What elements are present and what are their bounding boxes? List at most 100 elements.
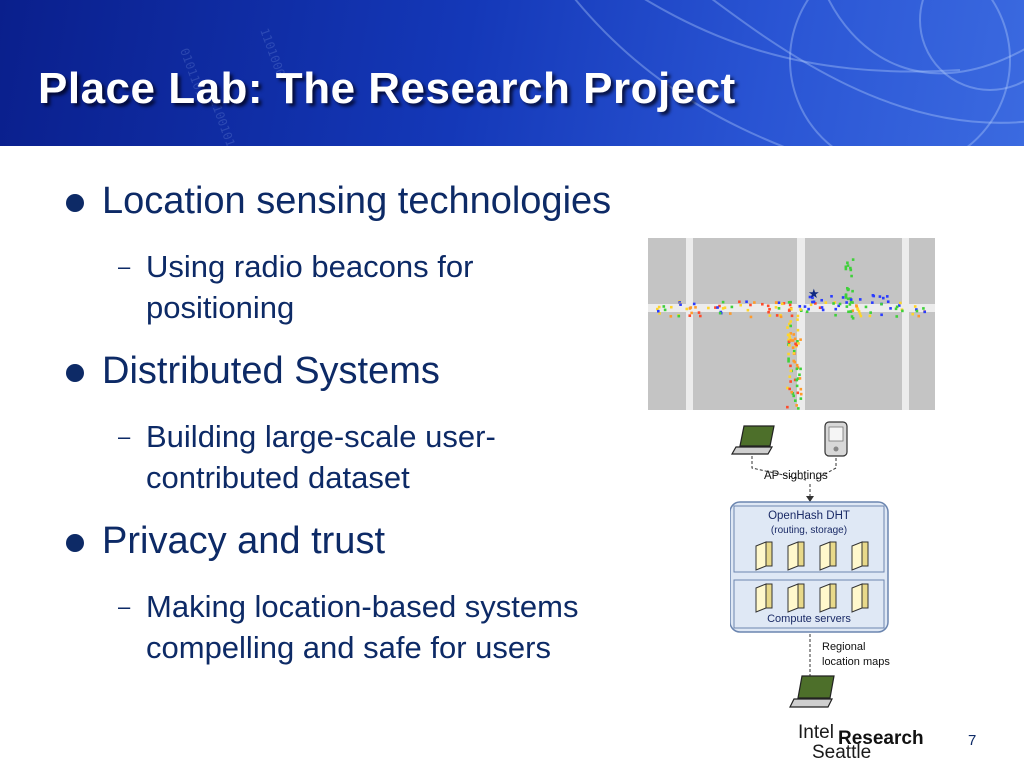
beacon-dot	[745, 300, 748, 304]
server-icon-side	[765, 541, 773, 567]
regional-label: Regional	[822, 641, 865, 653]
beacon-dot	[794, 345, 798, 348]
beacon-dot	[787, 333, 791, 336]
beacon-dot	[849, 266, 852, 270]
beacon-dot	[799, 397, 803, 400]
beacon-dot	[789, 332, 793, 335]
pda-icon	[824, 421, 848, 457]
beacon-dot	[849, 300, 853, 303]
beacon-dot	[837, 304, 841, 308]
server-icon	[819, 583, 831, 613]
beacon-dot	[787, 301, 791, 304]
beacon-dot	[857, 310, 861, 313]
beacon-dot	[811, 300, 814, 304]
beacon-dot	[766, 304, 770, 308]
beacon-dot	[895, 315, 899, 318]
beacon-dot	[669, 315, 673, 318]
beacon-dot	[718, 311, 722, 315]
beacon-dot	[799, 367, 802, 371]
beacon-dot	[847, 310, 850, 314]
subbullet-line: positioning	[146, 290, 295, 325]
beacon-dot	[844, 296, 848, 299]
beacon-dot	[789, 320, 793, 323]
server-icon-side	[797, 583, 805, 609]
server-icon-side	[829, 583, 837, 609]
bullet-text: Distributed Systems	[102, 350, 440, 392]
compute-server-row	[755, 583, 869, 613]
beacon-dot	[697, 311, 701, 314]
beacon-dot	[841, 296, 845, 299]
server-icon	[787, 541, 799, 571]
subbullet-line: contributed dataset	[146, 460, 410, 495]
dht-server-row	[755, 541, 869, 571]
page-number: 7	[968, 732, 977, 749]
subbullet-line: Making location-based systems	[146, 589, 579, 624]
beacon-dot	[880, 302, 883, 306]
beacon-dot	[788, 387, 791, 391]
server-icon-side	[829, 541, 837, 567]
beacon-dot	[779, 315, 783, 319]
server-icon	[755, 541, 767, 571]
beacon-dot	[789, 324, 792, 328]
map-beacon-dots	[656, 258, 927, 410]
beacon-dot	[786, 326, 789, 329]
bullet-text: Privacy and trust	[102, 520, 385, 562]
beacon-dot	[786, 386, 789, 390]
beacon-dot	[868, 314, 872, 318]
beacon-dot	[911, 312, 915, 316]
beacon-dot	[851, 258, 855, 261]
beacon-dot	[845, 286, 849, 290]
beacon-dot	[768, 307, 771, 311]
beacon-dot	[881, 296, 885, 300]
beacon-dot	[913, 305, 917, 308]
beacon-dot	[786, 405, 789, 409]
beacon-dot	[796, 391, 800, 395]
beacon-dot	[820, 306, 824, 309]
bullet-text: Location sensing technologies	[102, 180, 612, 222]
dht-title: OpenHash DHT	[768, 510, 850, 522]
beacon-dot	[917, 314, 921, 318]
beacon-dot	[834, 307, 838, 311]
beacon-dot	[788, 322, 791, 326]
beacon-dot	[856, 308, 860, 312]
server-icon	[819, 541, 831, 571]
beacon-dot	[663, 308, 667, 312]
beacon-dot	[885, 295, 889, 298]
beacon-dot	[721, 307, 725, 310]
banner-decoration: 0101101 1101000 1100101	[177, 0, 1024, 146]
beacon-dot	[699, 314, 702, 318]
beacon-dot	[845, 301, 848, 304]
beacon-dot	[774, 301, 778, 304]
beacon-dot	[780, 302, 784, 306]
beacon-dot	[794, 342, 797, 346]
dht-subtitle: (routing, storage)	[771, 525, 847, 536]
beacon-dot	[716, 306, 719, 309]
beacon-dot	[851, 301, 854, 304]
beacon-dot	[832, 302, 835, 305]
beacon-dot	[791, 339, 795, 342]
server-icon-side	[797, 541, 805, 567]
beacon-dot	[797, 407, 800, 410]
beacon-dot	[846, 297, 850, 301]
beacon-dot	[818, 306, 822, 310]
beacon-dot	[787, 352, 790, 356]
beacon-dot	[849, 298, 853, 301]
beacon-dot	[788, 375, 792, 379]
architecture-diagram: AP sightings OpenHash DHT (routing, stor…	[730, 421, 890, 708]
beacon-dot	[915, 308, 918, 311]
beacon-dot	[821, 308, 825, 312]
beacon-dot	[730, 305, 734, 309]
beacon-dot	[788, 344, 791, 347]
beacon-dot	[859, 314, 863, 318]
subbullet-line: Using radio beacons for	[146, 249, 474, 284]
beacon-dot	[787, 338, 790, 342]
beacon-dot	[721, 300, 725, 304]
laptop-icon	[730, 425, 775, 455]
beacon-dot	[761, 302, 764, 306]
beacon-dot	[692, 302, 696, 306]
beacon-dot	[871, 294, 875, 297]
beacon-dot	[707, 306, 710, 310]
subbullet-line: compelling and safe for users	[146, 630, 551, 665]
server-icon	[851, 583, 863, 613]
beacon-dot	[788, 335, 791, 339]
